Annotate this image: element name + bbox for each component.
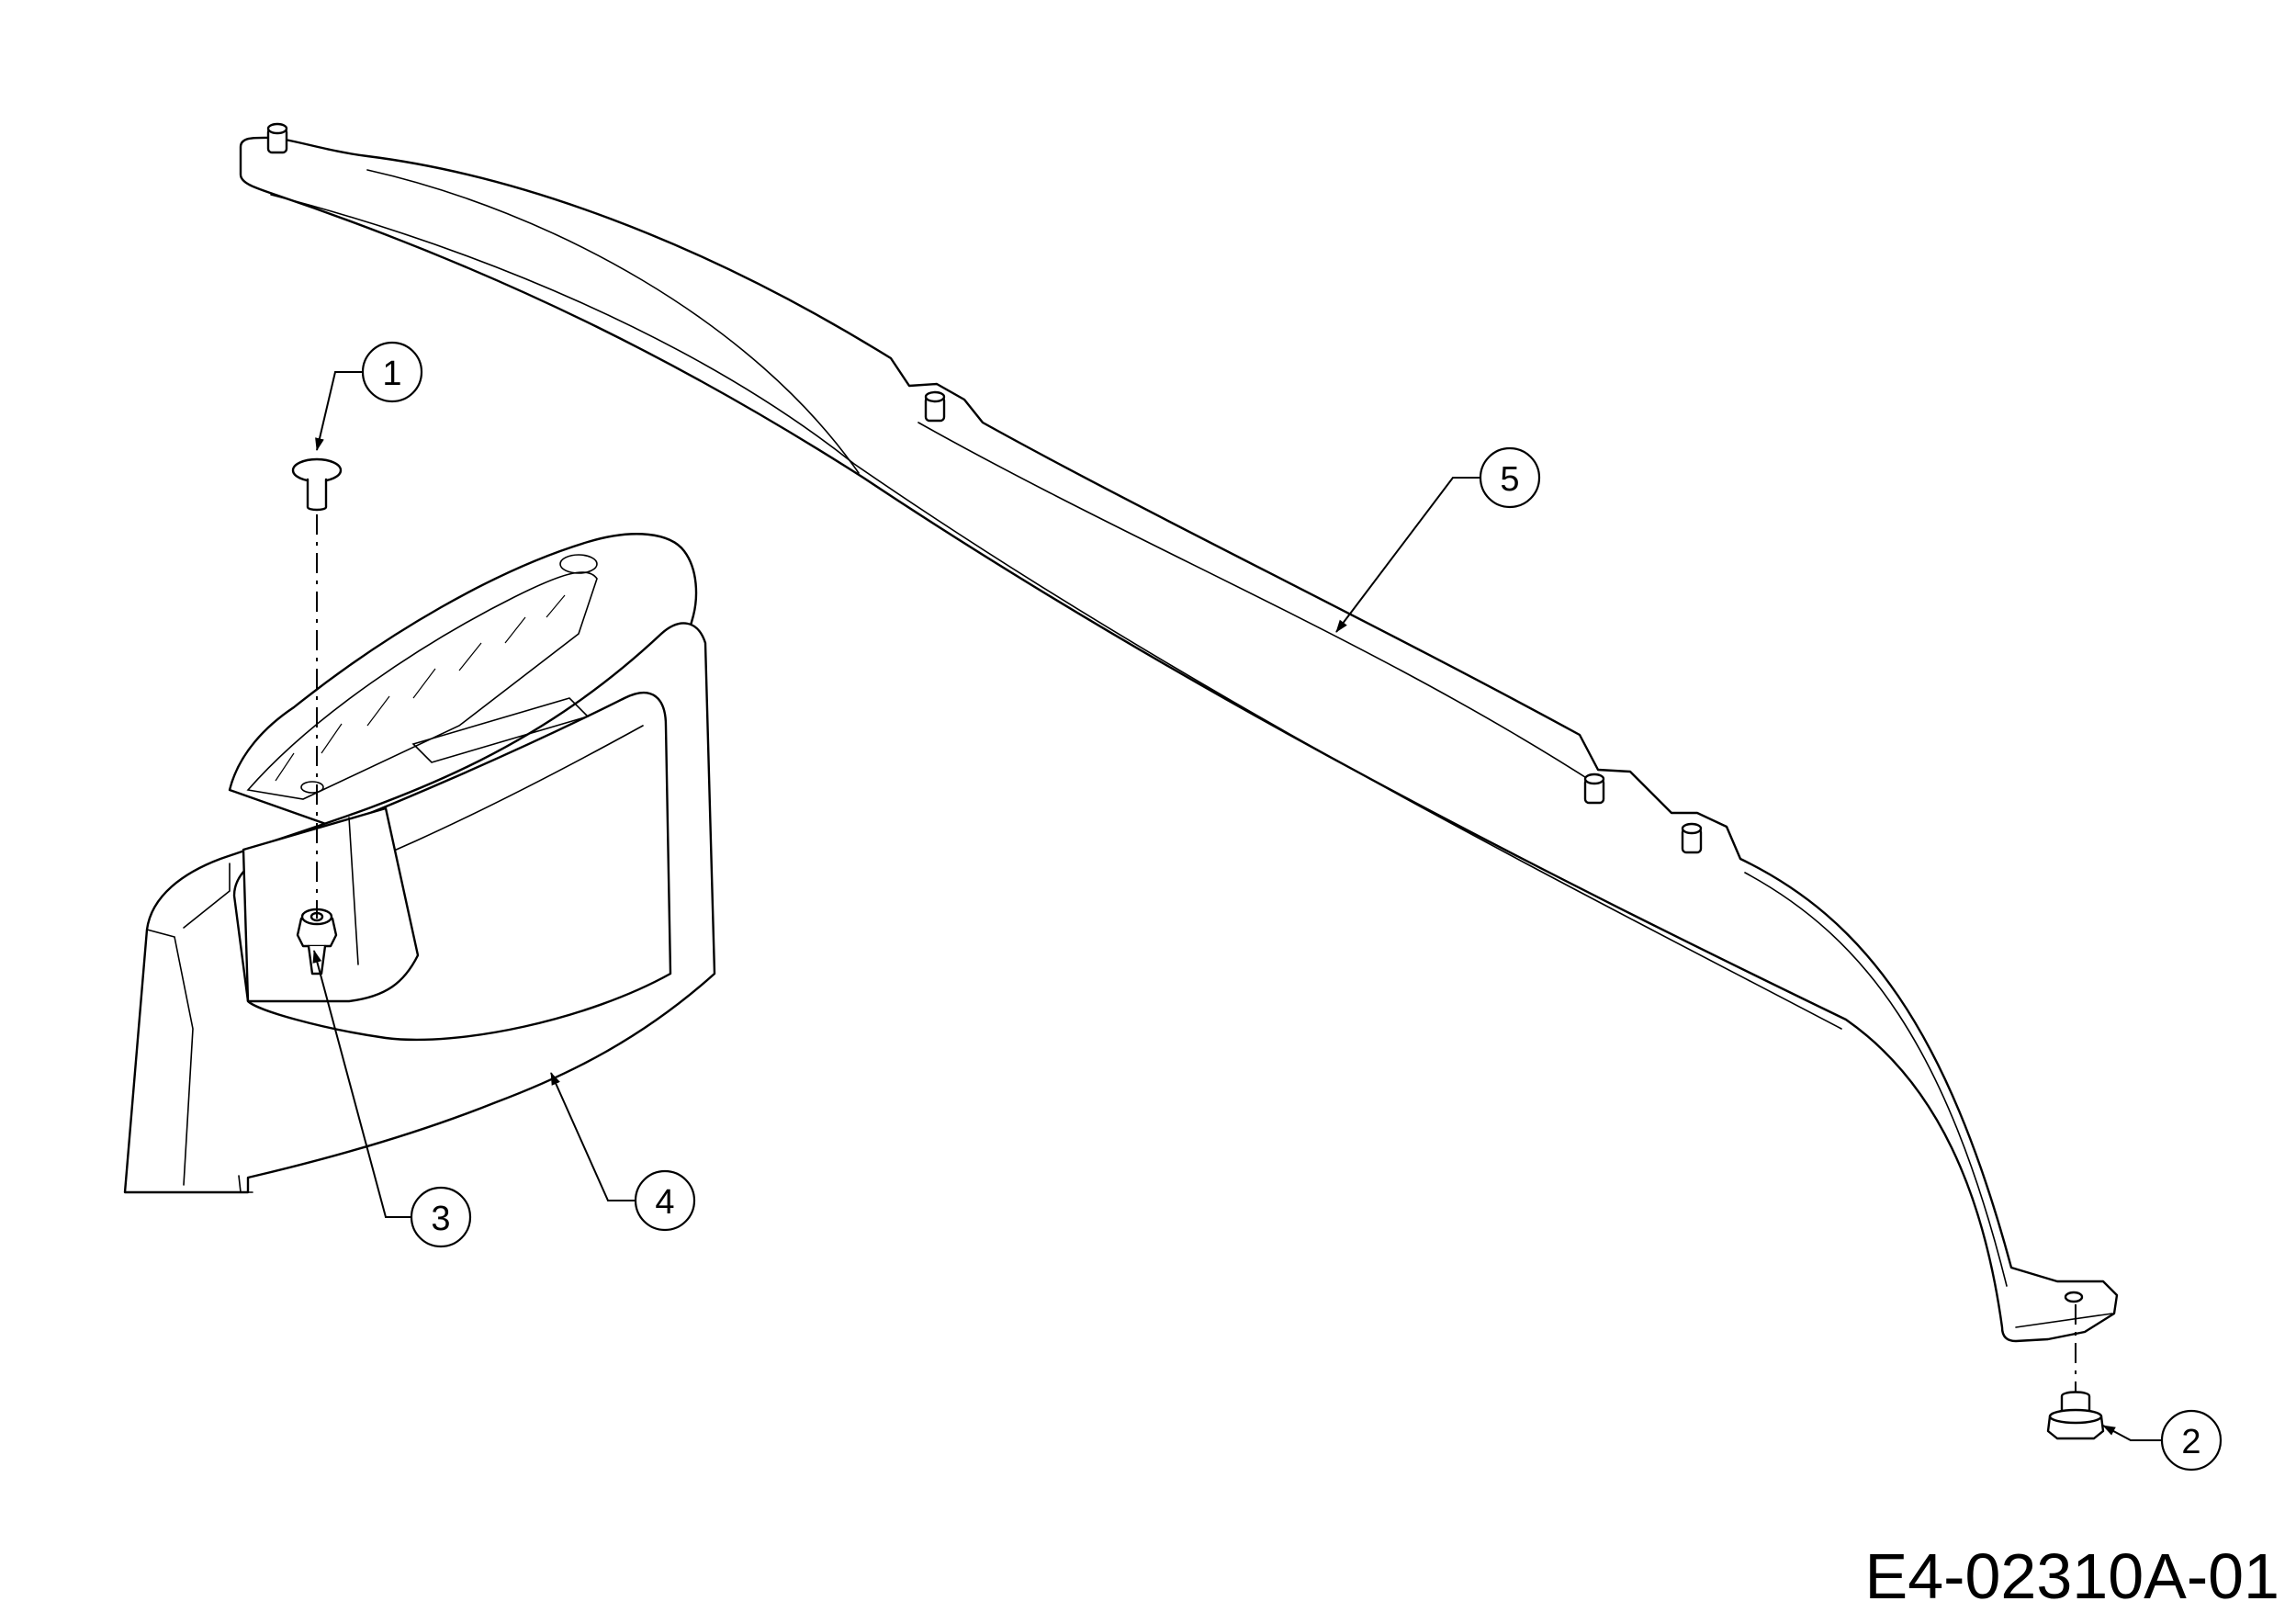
callout-5-number: 5 bbox=[1500, 460, 1519, 499]
strip-peg-2 bbox=[924, 390, 946, 423]
strip-peg-3 bbox=[1583, 773, 1605, 805]
strip-screw-hole bbox=[2064, 1291, 2084, 1303]
callout-1: 1 bbox=[315, 341, 423, 451]
callout-4-number: 4 bbox=[655, 1183, 674, 1222]
strip-peg-4 bbox=[1681, 822, 1703, 854]
callout-4: 4 bbox=[550, 1072, 696, 1232]
callout-2-number: 2 bbox=[2181, 1423, 2200, 1461]
push-rivet-part bbox=[291, 457, 343, 512]
callout-3-number: 3 bbox=[431, 1200, 450, 1238]
callout-3: 3 bbox=[312, 950, 472, 1248]
callout-1-number: 1 bbox=[382, 355, 401, 393]
trim-strip-part bbox=[239, 122, 2119, 1343]
callout-5: 5 bbox=[1335, 446, 1541, 633]
screw-part bbox=[2046, 1391, 2105, 1440]
callout-2: 2 bbox=[2102, 1409, 2223, 1472]
side-cover-part bbox=[123, 533, 716, 1194]
strip-peg-1 bbox=[266, 122, 288, 154]
drawing-code-label: E4-02310A-01 bbox=[1864, 1540, 2279, 1612]
